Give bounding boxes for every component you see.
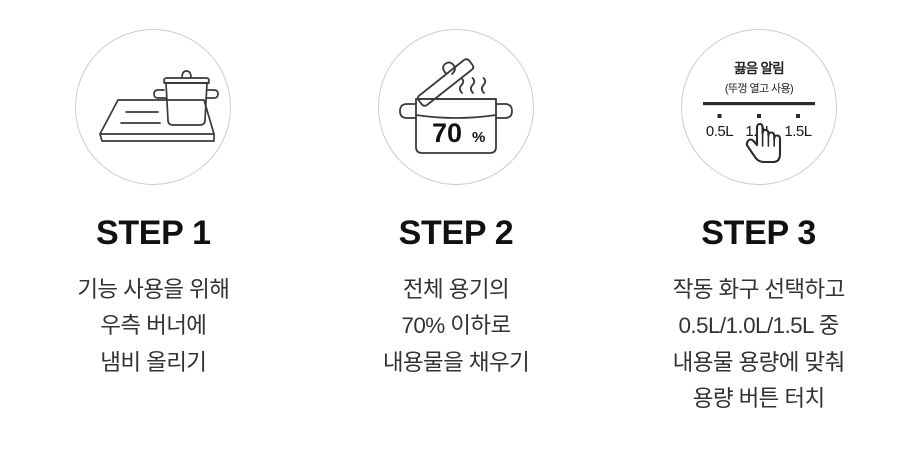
- step-1-title: STEP 1: [95, 214, 211, 252]
- panel-title-text: 끓음 알림: [734, 61, 784, 76]
- volume-dot-1: [717, 114, 722, 118]
- boil-alert-control-panel-icon: 끓음 알림 (뚜껑 열고 사용) 0.5L 1.0L 1.5L: [702, 61, 815, 164]
- fill-percent-value: 70: [432, 118, 462, 148]
- step-2-description: 전체 용기의 70% 이하로 내용물을 채우기: [382, 277, 530, 375]
- step-3-icon-circle: 끓음 알림 (뚜껑 열고 사용) 0.5L 1.0L 1.5L: [680, 29, 837, 185]
- cooktop-surface: [99, 99, 216, 135]
- volume-label-2[interactable]: 1.5L: [784, 123, 812, 140]
- cooktop-front-edge: [99, 133, 216, 142]
- steam-line-1: [458, 77, 465, 94]
- pot-lid-knob: [181, 70, 193, 79]
- volume-label-0[interactable]: 0.5L: [706, 123, 734, 140]
- step-column-2: 70 % STEP 2 전체 용기의 70% 이하로 내용물을 채우기: [305, 0, 608, 381]
- steam-line-2: [469, 77, 476, 94]
- pot-handle-right: [495, 103, 513, 119]
- step-3-description: 작동 화구 선택하고 0.5L/1.0L/1.5L 중 내용물 용량에 맞춰 용…: [672, 277, 846, 412]
- panel-divider: [702, 102, 815, 106]
- step-column-1: STEP 1 기능 사용을 위해 우측 버너에 냄비 올리기: [2, 0, 305, 381]
- tilted-lid-knob: [442, 61, 456, 75]
- fill-level-line: [415, 114, 497, 119]
- pot-lid: [163, 77, 211, 84]
- pot-body: [415, 98, 497, 154]
- volume-dot-2: [756, 114, 761, 118]
- pot-fill-70-percent-icon: 70 %: [399, 58, 513, 154]
- step-3-title: STEP 3: [701, 214, 817, 252]
- step-column-3: 끓음 알림 (뚜껑 열고 사용) 0.5L 1.0L 1.5L: [607, 0, 910, 418]
- step-1-icon-circle: [75, 29, 232, 185]
- step-1-description: 기능 사용을 위해 우측 버너에 냄비 올리기: [77, 277, 230, 375]
- hand-pointer-icon: [745, 122, 781, 164]
- pot-handle-right: [205, 89, 220, 99]
- step-2-title: STEP 2: [398, 214, 514, 252]
- volume-dot-3: [795, 114, 800, 118]
- fill-percent-unit: %: [472, 129, 485, 146]
- cooktop-with-pot-icon: [99, 70, 220, 142]
- pot-body: [165, 82, 209, 126]
- steam-line-3: [480, 77, 487, 94]
- pot-handle-left: [399, 103, 417, 119]
- panel-subtitle-text: (뚜껑 열고 사용): [725, 82, 793, 95]
- pot-handle-left: [153, 89, 168, 99]
- step-2-icon-circle: 70 %: [378, 29, 534, 185]
